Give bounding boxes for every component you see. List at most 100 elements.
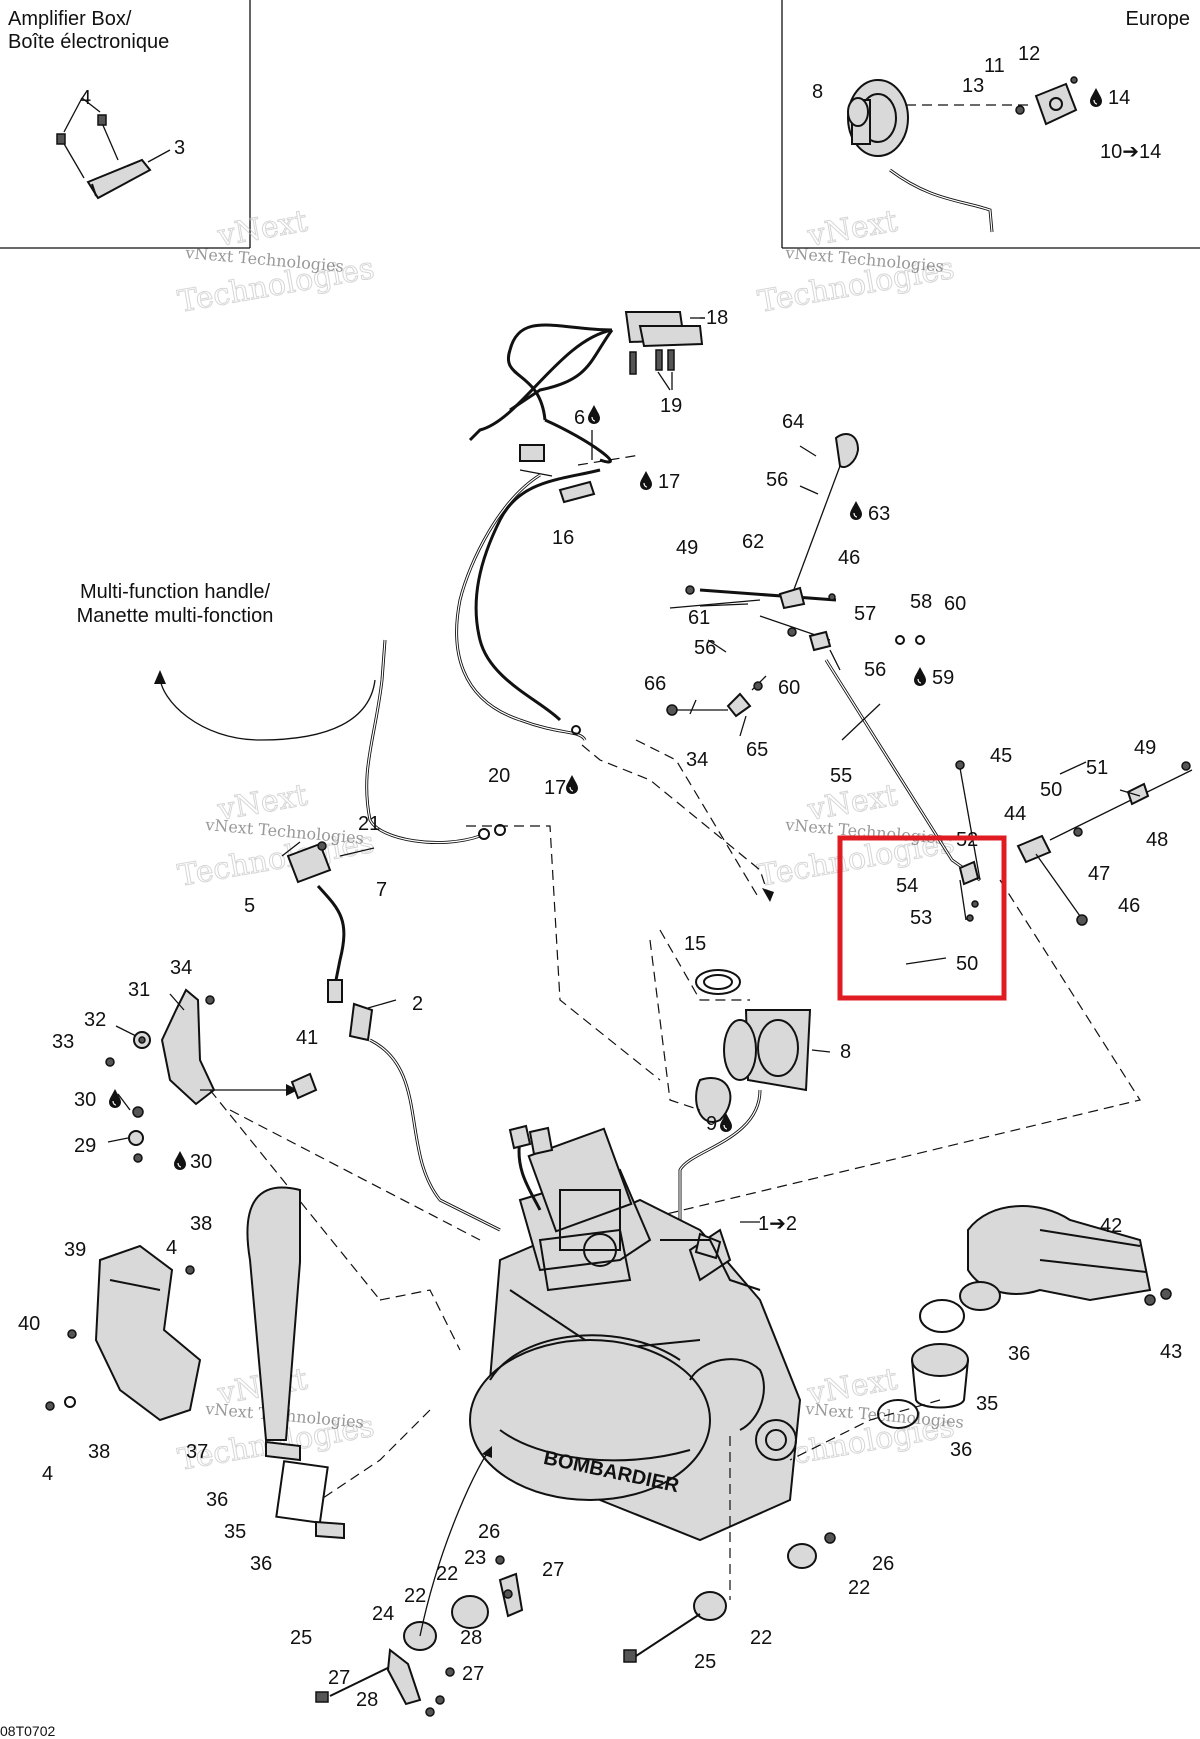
callout-label: 54 xyxy=(896,875,918,897)
multi-function-title: Multi-function handle/ xyxy=(80,581,271,603)
callout-label: 50 xyxy=(956,953,978,975)
callout-label: 26 xyxy=(478,1521,500,1543)
exhaust-pipe-assembly xyxy=(246,1186,431,1540)
support-bracket-assembly xyxy=(105,988,481,1301)
callout-label: 38 xyxy=(88,1441,110,1463)
callout-label: 12 xyxy=(1018,43,1040,65)
sealant-drop-icon xyxy=(173,1150,187,1171)
europe-title: Europe xyxy=(1126,8,1191,30)
callout-label: 15 xyxy=(684,933,706,955)
callout-label: 9 xyxy=(706,1113,717,1135)
sealant-drop-icon xyxy=(849,500,863,521)
callout-label: 11 xyxy=(984,55,1005,77)
callout-label: 24 xyxy=(372,1603,394,1625)
callout-label: 47 xyxy=(1088,863,1110,885)
callout-label: 32 xyxy=(84,1009,106,1031)
callout-label: 25 xyxy=(290,1627,312,1649)
callout-label: 50 xyxy=(1040,779,1062,801)
figure-code: 08T0702 xyxy=(0,1723,55,1739)
callout-label: 22 xyxy=(436,1563,458,1585)
callout-label: 63 xyxy=(868,503,890,525)
callout-label: 5 xyxy=(244,895,255,917)
callout-label: 14 xyxy=(1108,87,1130,109)
callout-label: 66 xyxy=(644,673,666,695)
callout-label: 46 xyxy=(1118,895,1140,917)
air-duct-assembly xyxy=(789,1205,1172,1461)
callout-label: 53 xyxy=(910,907,932,929)
heat-shield-assembly xyxy=(45,1244,202,1422)
multi-function-subtitle: Manette multi-fonction xyxy=(77,605,274,627)
callout-label: 57 xyxy=(854,603,876,625)
callout-label: 4 xyxy=(42,1463,53,1485)
choke-lever-assembly xyxy=(599,433,1193,1231)
callout-label: 19 xyxy=(660,395,682,417)
callout-label: 25 xyxy=(694,1651,716,1673)
callout-label: 27 xyxy=(328,1667,350,1689)
callout-leaders xyxy=(107,317,1141,1143)
callout-label: 56 xyxy=(694,637,716,659)
sealant-drop-icon xyxy=(913,666,927,687)
callout-label: 31 xyxy=(128,979,150,1001)
sealant-drop-icon xyxy=(639,470,653,491)
highlight-box xyxy=(837,835,1007,1001)
callout-label: 20 xyxy=(488,765,510,787)
callout-label: 56 xyxy=(864,659,886,681)
multi-function-handle-cable: Multi-function handle/ Manette multi-fon… xyxy=(77,581,506,845)
callout-labels: 4 3 8 11 12 13 14 10➔14 18 19 6 17 16 17… xyxy=(18,43,1182,1711)
callout-label: 48 xyxy=(1146,829,1168,851)
callout-label: 46 xyxy=(838,547,860,569)
callout-label: 16 xyxy=(552,527,574,549)
callout-label: 60 xyxy=(944,593,966,615)
callout-label: 37 xyxy=(186,1441,208,1463)
callout-label: 61 xyxy=(688,607,710,629)
amplifier-box-subtitle: Boîte électronique xyxy=(8,31,169,53)
callout-label: 3 xyxy=(174,137,185,159)
callout-label: 33 xyxy=(52,1031,74,1053)
callout-label: 7 xyxy=(376,879,387,901)
callout-label: 13 xyxy=(962,75,984,97)
carburetor-assembly xyxy=(649,929,831,1250)
callout-label: 36 xyxy=(250,1553,272,1575)
callout-label: 58 xyxy=(910,591,932,613)
ignition-coil xyxy=(286,841,501,1232)
callout-label: 40 xyxy=(18,1313,40,1335)
reference-lines xyxy=(379,739,761,1351)
sealant-drop-icon xyxy=(587,404,601,425)
amplifier-box-title: Amplifier Box/ xyxy=(8,8,132,30)
callout-label: 10➔14 xyxy=(1100,141,1161,163)
callout-label: 62 xyxy=(742,531,764,553)
engine-mount-left xyxy=(315,1446,524,1717)
callout-label: 17 xyxy=(658,471,680,493)
callout-label: 21 xyxy=(358,813,380,835)
callout-label: 36 xyxy=(1008,1343,1030,1365)
callout-label: 44 xyxy=(1004,803,1026,825)
sealant-drop-icon xyxy=(565,774,579,795)
engine-mount-right xyxy=(623,1436,836,1663)
callout-label: 1➔2 xyxy=(758,1213,797,1235)
callout-label: 34 xyxy=(686,749,708,771)
callout-label: 30 xyxy=(190,1151,212,1173)
callout-label: 51 xyxy=(1086,757,1108,779)
callout-label: 64 xyxy=(782,411,804,433)
callout-label: 60 xyxy=(778,677,800,699)
engine-assembly: BOMBARDIER xyxy=(469,1124,802,1542)
callout-label: 34 xyxy=(170,957,192,979)
callout-label: 27 xyxy=(462,1663,484,1685)
europe-carburetor xyxy=(847,76,1078,233)
callout-label: 49 xyxy=(1134,737,1156,759)
callout-label: 22 xyxy=(848,1577,870,1599)
callout-label: 45 xyxy=(990,745,1012,767)
europe-inset: Europe xyxy=(781,0,1200,249)
callout-label: 22 xyxy=(404,1585,426,1607)
sealant-drop-icon xyxy=(1089,87,1103,108)
sealant-drop-icon xyxy=(108,1088,122,1109)
callout-label: 56 xyxy=(766,469,788,491)
callout-label: 26 xyxy=(872,1553,894,1575)
callout-label: 8 xyxy=(840,1041,851,1063)
callout-label: 4 xyxy=(166,1237,177,1259)
amplifier-box-inset: Amplifier Box/ Boîte électronique xyxy=(0,0,251,249)
callout-label: 42 xyxy=(1100,1215,1122,1237)
callout-label: 29 xyxy=(74,1135,96,1157)
callout-label: 35 xyxy=(224,1521,246,1543)
